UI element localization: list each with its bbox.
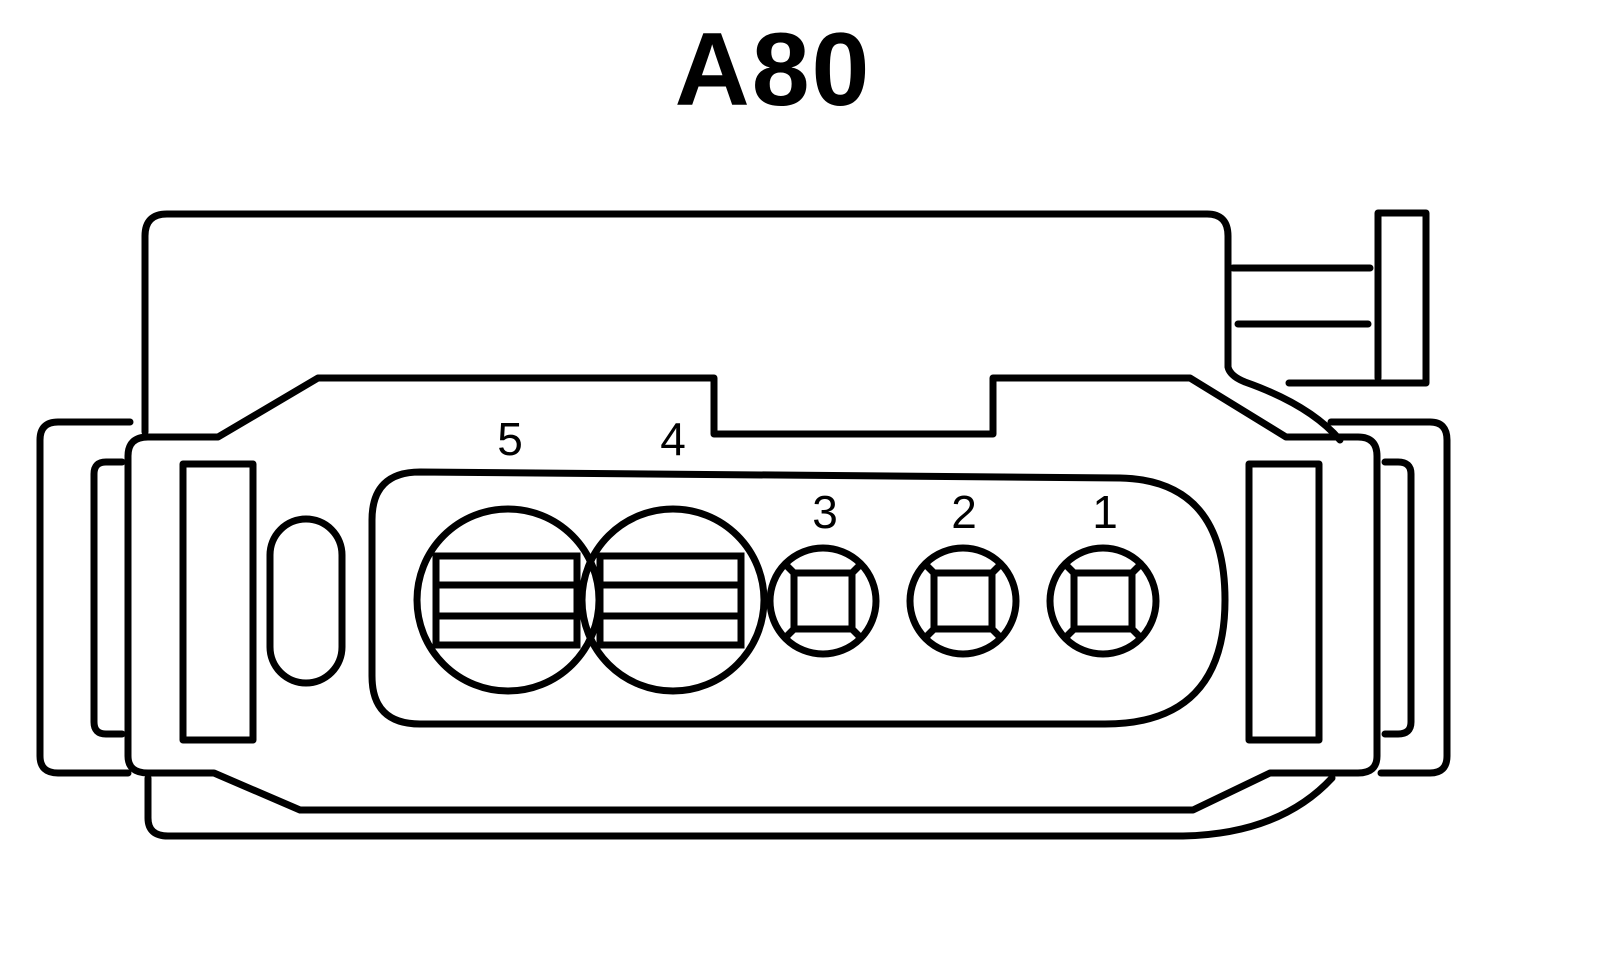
- locking-latch: [1229, 209, 1430, 387]
- left-mounting-ear: [36, 418, 134, 777]
- pin-2: [906, 544, 1020, 658]
- right-slot: [1245, 460, 1323, 744]
- connector-housing-top: [141, 210, 1344, 444]
- pin-4: [578, 505, 768, 695]
- left-key-slot: [266, 515, 346, 687]
- pin-3: [766, 544, 880, 658]
- right-ear-inner: [1381, 458, 1415, 738]
- left-slot: [179, 460, 257, 744]
- pin-cavity: [368, 468, 1229, 728]
- pin-label-1: 1: [1092, 486, 1118, 538]
- connector-title: A80: [674, 12, 872, 128]
- left-ear-inner: [90, 458, 126, 738]
- pin-label-2: 2: [951, 486, 977, 538]
- connector-face: [124, 374, 1381, 814]
- pin-label-5: 5: [497, 413, 523, 465]
- connector-housing-bottom: [144, 774, 1336, 840]
- pin-label-3: 3: [812, 486, 838, 538]
- right-mounting-ear: [1327, 418, 1451, 777]
- pin-1: [1046, 544, 1160, 658]
- pin-label-4: 4: [660, 413, 686, 465]
- pin-5: [413, 505, 603, 695]
